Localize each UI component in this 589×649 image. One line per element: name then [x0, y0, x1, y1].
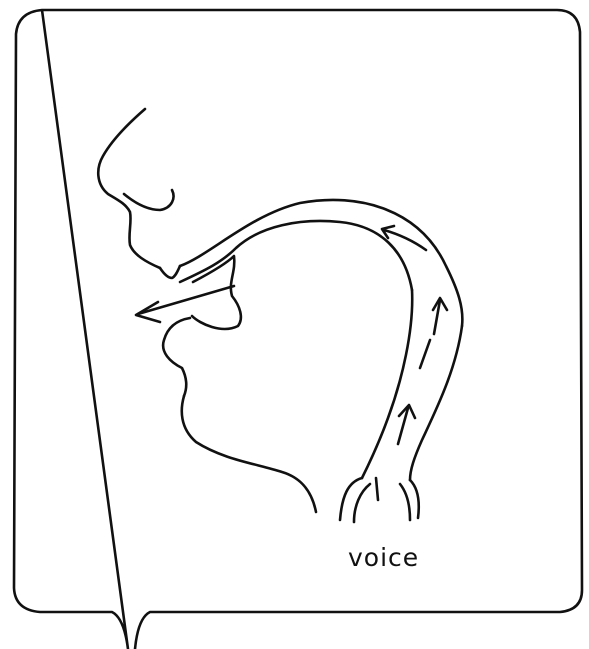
airflow-out-arrow	[138, 286, 234, 314]
pharynx-front-wall	[362, 290, 412, 478]
oral-airway	[180, 200, 462, 329]
palate-inner-wall	[180, 221, 412, 290]
vocal-fold-center	[376, 478, 378, 500]
pharynx-back-wall	[410, 326, 462, 480]
voice-label: voice	[348, 543, 419, 572]
face-profile	[98, 109, 316, 512]
pharynx-tube	[362, 290, 462, 480]
airflow-dash-upper	[384, 230, 426, 250]
airflow-dash-lower	[420, 340, 430, 368]
vocal-fold-left-inner	[354, 484, 370, 522]
vocal-fold-right-inner	[400, 484, 410, 520]
vocal-folds	[340, 478, 419, 522]
upper-lip-tip	[160, 266, 180, 278]
callout-frame	[14, 10, 582, 649]
upper-airway-wall	[180, 200, 462, 326]
chin-and-neck	[182, 396, 316, 512]
lower-lip	[163, 318, 190, 396]
nostril	[124, 190, 174, 210]
nose-outline	[98, 109, 160, 268]
vocal-fold-right-outer	[410, 480, 419, 518]
